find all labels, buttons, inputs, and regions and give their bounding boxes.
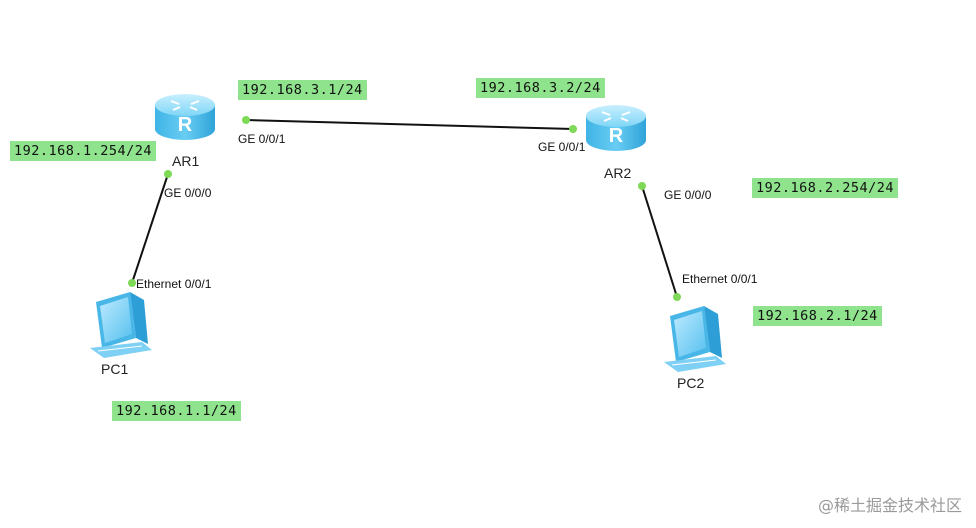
port-dot-pc1-eth <box>128 279 136 287</box>
port-dot-pc2-eth <box>673 293 681 301</box>
port-dot-ar1-ge001 <box>242 116 250 124</box>
pc-pc1[interactable]: PC1 <box>89 291 153 377</box>
pc1-label: PC1 <box>101 361 128 377</box>
port-label-ar1-ge000: GE 0/0/0 <box>164 186 212 200</box>
port-label-ar1-ge001: GE 0/0/1 <box>238 132 286 146</box>
port-dot-ar1-ge000 <box>164 170 172 178</box>
link-ar1-ar2 <box>245 119 574 130</box>
router-ar2[interactable]: AR2 <box>585 104 647 181</box>
link-ar1-pc1 <box>131 173 169 284</box>
ip-label-ar1-ge000: 192.168.1.254/24 <box>10 141 157 161</box>
port-label-pc2-eth: Ethernet 0/0/1 <box>682 272 758 286</box>
ip-label-pc2: 192.168.2.1/24 <box>753 306 882 326</box>
router-ar1[interactable]: AR1 <box>154 93 216 169</box>
router-ar2-label: AR2 <box>604 165 631 181</box>
port-dot-ar2-ge000 <box>638 182 646 190</box>
ip-label-ar2-ge001: 192.168.3.2/24 <box>476 78 605 98</box>
ip-label-ar2-ge000: 192.168.2.254/24 <box>752 178 899 198</box>
pc2-label: PC2 <box>677 375 704 391</box>
link-ar2-pc2 <box>641 185 678 298</box>
ip-label-pc1: 192.168.1.1/24 <box>112 401 241 421</box>
watermark: @稀土掘金技术社区 <box>817 496 962 515</box>
port-label-ar2-ge001: GE 0/0/1 <box>538 140 586 154</box>
port-dot-ar2-ge001 <box>569 125 577 133</box>
pc-icon <box>663 305 727 373</box>
port-label-pc1-eth: Ethernet 0/0/1 <box>136 277 212 291</box>
pc-pc2[interactable]: PC2 <box>663 305 727 391</box>
port-label-ar2-ge000: GE 0/0/0 <box>664 188 712 202</box>
router-ar1-label: AR1 <box>172 153 199 169</box>
router-icon <box>154 93 216 141</box>
router-icon <box>585 104 647 152</box>
pc-icon <box>89 291 153 359</box>
ip-label-ar1-ge001: 192.168.3.1/24 <box>238 80 367 100</box>
